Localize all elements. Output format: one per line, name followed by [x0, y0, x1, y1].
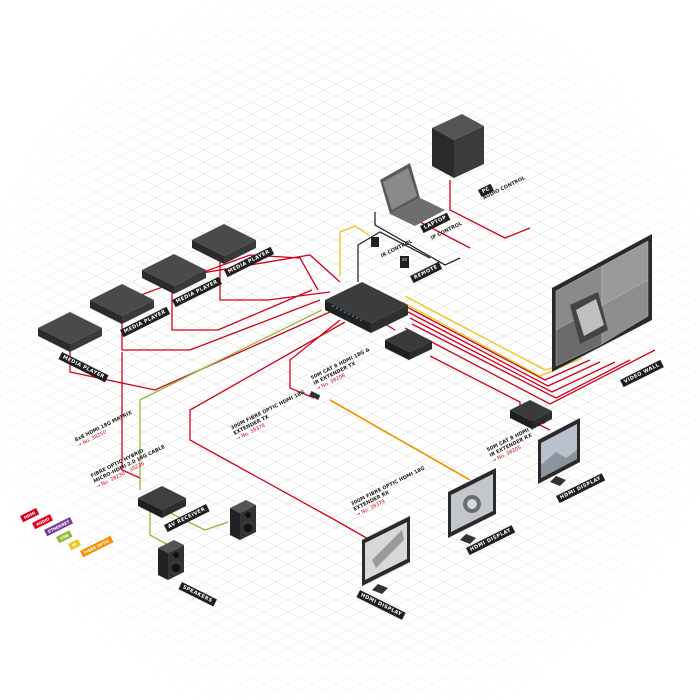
cable-ir: [339, 225, 371, 276]
ir-sensor-device: [371, 237, 379, 247]
hdmi-display-bottom-device: [362, 516, 410, 594]
hdmi-display-right-device: [538, 418, 580, 486]
media-player-1-device: [38, 312, 102, 352]
speaker-2-device: [158, 540, 184, 580]
cable-fibre: [329, 399, 471, 481]
cable-usb: [139, 309, 323, 490]
speaker-1-device: [230, 500, 256, 540]
remote-device: [400, 256, 409, 268]
hdmi-display-center-device: [448, 468, 496, 544]
cable-hdmi-mp4: [219, 256, 331, 301]
av-receiver-device: [138, 486, 186, 518]
laptop-device: [380, 163, 445, 226]
fibre-tx-device: [309, 390, 321, 400]
cat-extender-tx-device: [385, 329, 432, 360]
cable-hdmi-mp4b: [159, 254, 341, 283]
cat-extender-rx-device: [510, 400, 552, 429]
pc-device: [432, 114, 484, 178]
media-player-4-device: [192, 224, 256, 264]
media-player-2-device: [90, 284, 154, 324]
cable-hdmi-mp3: [171, 288, 313, 331]
media-player-3-device: [142, 254, 206, 294]
cable-ethernet-ipcontrol: [357, 231, 431, 282]
video-wall-device: [552, 234, 652, 372]
cable-pc: [449, 180, 531, 239]
hdmi-matrix-device: [325, 282, 408, 333]
